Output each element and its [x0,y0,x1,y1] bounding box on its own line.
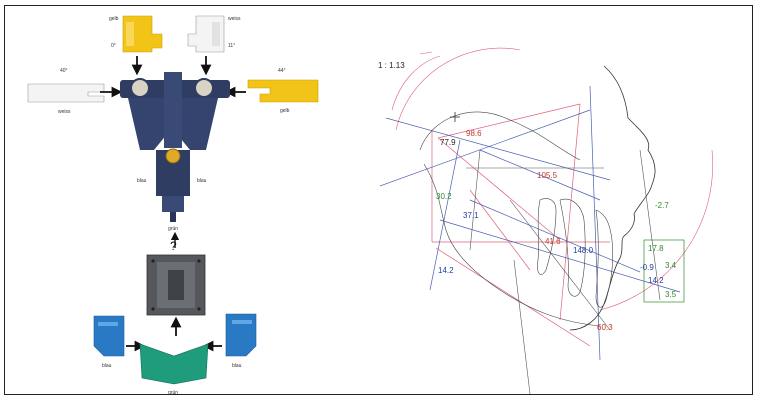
label-bottom-center: grün [168,390,178,396]
question-mark: ? [170,239,177,253]
meas-105-5: 105.5 [537,171,558,180]
yellow-right-plate [247,79,319,103]
label-bottom-right: blau [232,363,242,369]
yellow-top-block [122,15,163,53]
label-right-angle: 44° [278,68,286,74]
label-center: grün [168,226,178,232]
label-top-right-angle: 11° [228,43,235,49]
meas-98-6: 98.6 [466,129,482,138]
label-bottom-left: blau [102,363,112,369]
green-bottom-part [139,343,209,385]
blue-right-part [225,313,257,357]
meas-60-3: 60.3 [597,323,613,332]
scale-ratio: 1 : 1.13 [378,61,405,70]
meas-14-2-right: 14.2 [648,276,664,285]
mounting-plate [146,254,206,316]
meas-3-5: 3.5 [665,290,677,299]
meas-14-2-left: 14.2 [438,266,454,275]
label-top-left-angle: 0° [111,43,116,49]
label-body-left: blau [137,178,147,184]
meas-148-0: 148.0 [573,246,594,255]
cephalometric-tracing: 1 : 1.13 [378,47,713,395]
articulator-diagram: gelb 0° weiss 11° 40° weiss 44° gelb [27,15,319,396]
meas-17-8: 17.8 [648,244,664,253]
label-left-angle: 40° [60,68,68,74]
meas-41-6: 41.6 [545,237,561,246]
articulator-body [120,72,230,222]
figure-frame [4,5,753,395]
meas-37-1: 37.1 [463,211,479,220]
meas-3-4: 3.4 [665,261,677,270]
meas-30-2: 30.2 [436,192,452,201]
label-top-left-color: gelb [109,16,119,22]
label-body-right: blau [197,178,207,184]
white-top-block [187,15,225,53]
meas-neg-2-7: -2.7 [655,201,669,210]
blue-left-part [93,315,125,357]
white-left-plate [27,83,105,103]
label-right-color: gelb [280,108,290,114]
measurement-box [643,239,685,303]
label-top-right-color: weiss [228,16,241,22]
meas-neg-0-9: -0.9 [640,263,654,272]
meas-77-9: 77.9 [440,138,456,147]
label-left-color: weiss [58,109,71,115]
